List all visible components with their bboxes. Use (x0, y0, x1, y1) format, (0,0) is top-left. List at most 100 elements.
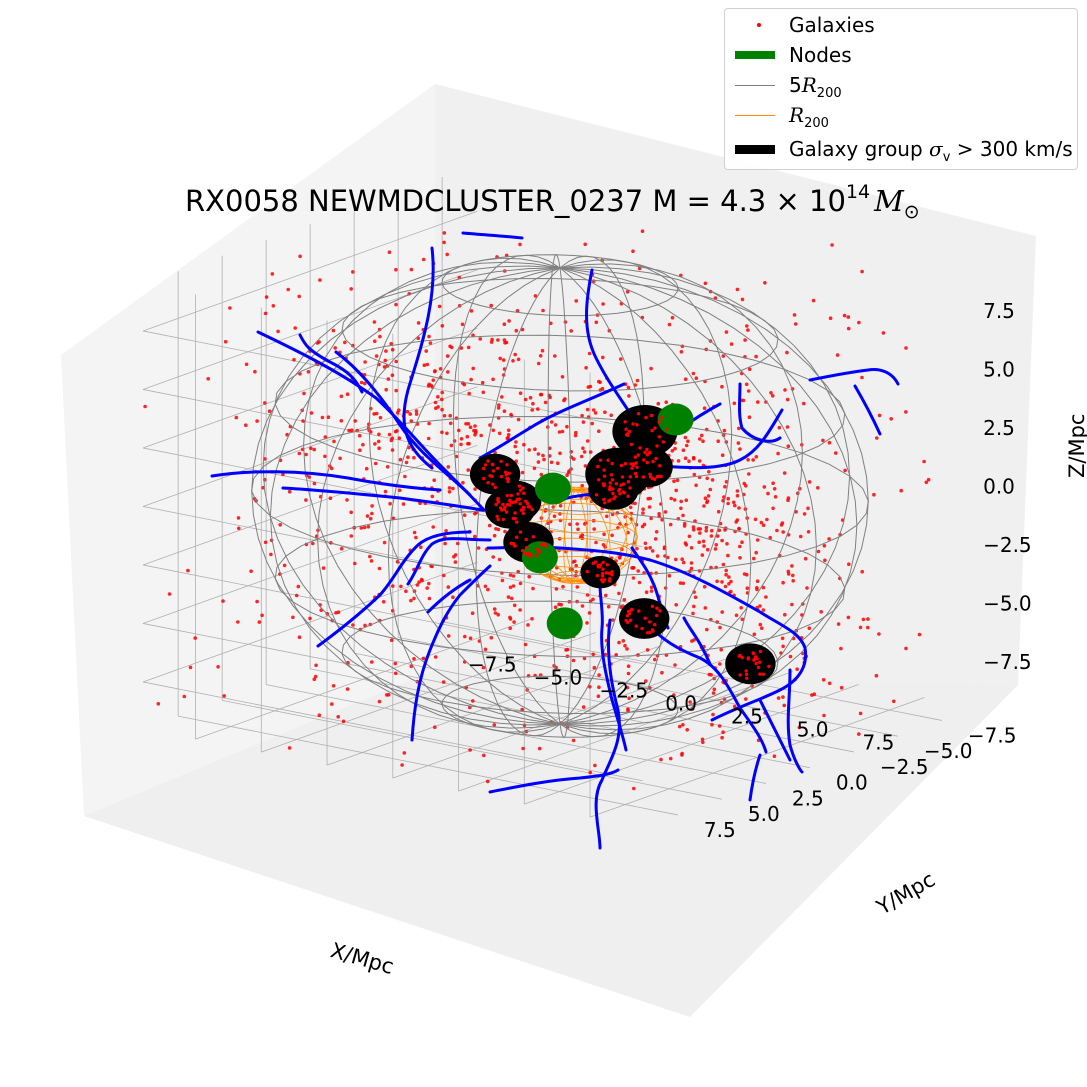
group-member-point (744, 669, 748, 673)
group-member-point (637, 609, 641, 613)
galaxy-point (672, 693, 676, 697)
galaxy-point (712, 687, 717, 692)
galaxy-point (496, 612, 501, 617)
galaxy-point (244, 423, 248, 428)
galaxy-point (368, 516, 373, 521)
galaxy-point (754, 550, 758, 555)
galaxy-point (574, 430, 578, 435)
galaxy-point (660, 518, 664, 522)
galaxy-point (738, 556, 742, 560)
galaxy-point (720, 384, 724, 389)
sphere-longitude (317, 267, 561, 729)
galaxy-point (236, 516, 241, 520)
group-member-point (607, 571, 611, 575)
galaxy-point (582, 450, 587, 454)
galaxy-point (271, 304, 276, 308)
galaxy-point (670, 449, 675, 453)
galaxy-point (556, 461, 560, 466)
galaxy-point (877, 413, 882, 418)
galaxy-point (482, 753, 486, 758)
nodes (521, 403, 694, 640)
galaxy-point (297, 635, 302, 639)
galaxy-point (381, 600, 386, 604)
galaxy-point (594, 540, 598, 545)
z-tick-label: 0.0 (983, 475, 1015, 499)
galaxy-point (432, 478, 437, 483)
galaxy-point (291, 615, 295, 620)
galaxy-point (726, 553, 730, 558)
galaxy-point (720, 580, 724, 584)
galaxy-point (794, 510, 798, 514)
galaxy-point (437, 304, 442, 309)
galaxy-point (492, 533, 497, 538)
galaxy-point (323, 454, 327, 459)
group-member-point (504, 510, 509, 514)
galaxy-point (722, 428, 727, 433)
x-tick-label: 7.5 (863, 730, 895, 754)
galaxy-point (554, 587, 559, 591)
galaxy-point (623, 643, 627, 648)
galaxy-point (504, 253, 509, 258)
group-member-point (515, 535, 519, 539)
galaxy-point (532, 466, 537, 471)
galaxy-point (723, 528, 727, 532)
galaxy-point (282, 563, 287, 568)
group-member-point (490, 462, 495, 466)
galaxy-point (627, 696, 631, 700)
galaxy-point (588, 384, 593, 389)
galaxy-point (377, 699, 382, 704)
galaxy-point (866, 625, 870, 630)
galaxy-point (681, 448, 686, 453)
galaxy-point (491, 555, 496, 559)
galaxy-point (341, 719, 346, 724)
galaxy-point (681, 723, 685, 727)
galaxy-point (370, 504, 374, 508)
group-member-point (645, 631, 650, 635)
galaxy-point (382, 365, 387, 369)
galaxy-point (643, 541, 648, 546)
galaxy-point (792, 313, 797, 317)
galaxy-point (716, 509, 721, 514)
galaxy-point (680, 753, 684, 757)
galaxy-point (481, 390, 486, 395)
group-member-point (754, 661, 758, 666)
galaxy-point (746, 328, 750, 332)
galaxy-point (508, 573, 513, 577)
galaxy-point (592, 527, 596, 531)
filament (406, 537, 492, 586)
galaxy-point (591, 597, 595, 602)
galaxy-point (641, 507, 645, 512)
group-member-point (611, 491, 615, 496)
galaxy-point (349, 510, 354, 515)
galaxy-point (674, 557, 678, 562)
galaxy-point (711, 691, 716, 695)
group-member-point (517, 497, 521, 501)
galaxy-point (660, 670, 664, 675)
galaxy-point (790, 602, 794, 607)
galaxy-point (776, 696, 781, 700)
galaxy-point (632, 786, 636, 791)
galaxy-point (724, 572, 728, 577)
galaxy-point (569, 329, 573, 333)
group-member-point (610, 461, 614, 466)
galaxy-point (440, 407, 444, 412)
galaxy-point (508, 626, 512, 630)
galaxy-point (386, 693, 391, 697)
galaxy-point (257, 620, 262, 624)
grid-line (458, 671, 794, 792)
galaxy-point (737, 506, 741, 510)
grid-line (142, 386, 478, 507)
galaxy-point (405, 409, 410, 414)
galaxy-point (686, 439, 690, 444)
galaxy-point (683, 456, 688, 461)
galaxy-point (713, 547, 718, 551)
galaxy-point (547, 446, 552, 451)
galaxy-point (628, 505, 633, 510)
galaxy-point (752, 632, 757, 637)
galaxy-point (269, 552, 273, 557)
galaxy-point (552, 514, 557, 518)
galaxy-point (723, 484, 727, 489)
galaxy-point (785, 397, 790, 402)
title-unit-sub: ⊙ (904, 201, 920, 223)
galaxy-point (635, 378, 640, 383)
